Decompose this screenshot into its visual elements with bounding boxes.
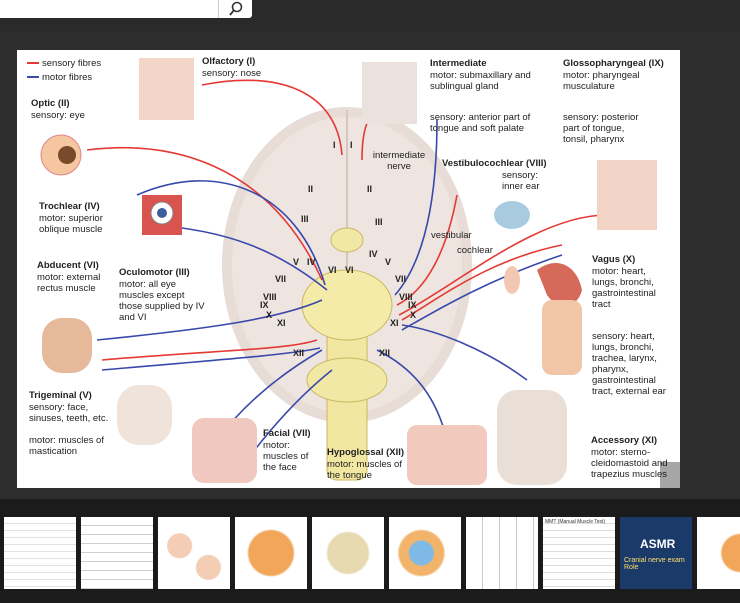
accessory-body: motor: sterno-cleidomastoid and trapeziu… bbox=[591, 447, 668, 480]
numeral-X-left: X bbox=[266, 310, 272, 320]
numeral-XII-left: XII bbox=[293, 348, 304, 358]
vestibulocochlear-body: sensory: inner ear bbox=[502, 170, 540, 192]
numeral-III-right: III bbox=[375, 217, 383, 227]
abducent-body: motor: external rectus muscle bbox=[37, 272, 101, 294]
oculomotor-title: Oculomotor (III) bbox=[119, 267, 190, 278]
hypoglossal-body: motor: muscles of the tongue bbox=[327, 459, 402, 481]
search-input[interactable] bbox=[0, 0, 252, 18]
vagus-motor: motor: heart, lungs, bronchi, gastrointe… bbox=[592, 266, 656, 310]
olfactory-title: Olfactory (I) bbox=[202, 56, 256, 67]
vagus-title: Vagus (X) bbox=[592, 254, 636, 265]
thumb-brain-orange[interactable] bbox=[235, 517, 307, 589]
trigeminal-sensory: sensory: face, sinuses, teeth, etc. bbox=[29, 402, 109, 424]
nose-image bbox=[139, 58, 194, 120]
numeral-V-right: V bbox=[385, 257, 391, 267]
trigeminal-motor: motor: muscles of mastication bbox=[29, 435, 104, 457]
numeral-VI-left: VI bbox=[328, 265, 337, 275]
vagus-sensory: sensory: heart, lungs, bronchi, trachea,… bbox=[592, 331, 666, 397]
thumb-brain-colored[interactable] bbox=[389, 517, 461, 589]
numeral-VIII-right: VIII bbox=[399, 292, 413, 302]
intermediate-nerve-label: intermediate nerve bbox=[372, 150, 426, 172]
numeral-V-left: V bbox=[293, 257, 299, 267]
numeral-X-right: X bbox=[410, 310, 416, 320]
trochlear-body: motor: superior oblique muscle bbox=[39, 213, 103, 235]
facial-title: Facial (VII) bbox=[263, 428, 311, 439]
legend-motor: motor fibres bbox=[42, 72, 93, 83]
trigeminal-title: Trigeminal (V) bbox=[29, 390, 92, 401]
thumb-nerve-chart[interactable] bbox=[312, 517, 384, 589]
hypoglossal-title: Hypoglossal (XII) bbox=[327, 447, 405, 458]
numeral-III-left: III bbox=[301, 214, 309, 224]
top-bar bbox=[0, 0, 740, 32]
numeral-VI-right: VI bbox=[345, 265, 354, 275]
thumb-brain-partial[interactable] bbox=[697, 517, 740, 589]
numeral-VIII-left: VIII bbox=[263, 292, 277, 302]
numeral-XI-right: XI bbox=[390, 318, 399, 328]
numeral-I-left: I bbox=[333, 140, 336, 150]
thumb-eyes-grid[interactable] bbox=[466, 517, 538, 589]
numeral-II-right: II bbox=[367, 184, 372, 194]
numeral-VII-right: VII bbox=[395, 274, 406, 284]
glossopharyngeal-title: Glossopharyngeal (IX) bbox=[563, 58, 664, 69]
intermediate-title: Intermediate bbox=[430, 58, 487, 69]
search-icon bbox=[229, 1, 243, 16]
numeral-XII-right: XII bbox=[379, 348, 390, 358]
numeral-IV-right: IV bbox=[369, 249, 378, 259]
cranial-nerves-figure[interactable]: I I II II III III IV IV V V VI VI VII VI… bbox=[17, 50, 680, 488]
thumb-asmr[interactable]: ASMR Cranial nerve exam Role bbox=[620, 517, 692, 589]
numeral-IX-left: IX bbox=[260, 300, 269, 310]
thumb-table[interactable] bbox=[4, 517, 76, 589]
numeral-VII-left: VII bbox=[275, 274, 286, 284]
optic-title: Optic (II) bbox=[31, 98, 70, 109]
vestibular-label: vestibular bbox=[431, 230, 472, 241]
thumb-mmt-title: MMT (Manual Muscle Test) bbox=[545, 519, 606, 525]
trochlear-title: Trochlear (IV) bbox=[39, 201, 100, 212]
numeral-XI-left: XI bbox=[277, 318, 286, 328]
vestibulocochlear-title: Vestibulocochlear (VIII) bbox=[442, 158, 547, 169]
glossopharyngeal-motor: motor: pharyngeal musculature bbox=[563, 70, 640, 92]
glossopharyngeal-sensory: sensory: posterior part of tongue, tonsi… bbox=[563, 112, 639, 145]
thumb-document[interactable] bbox=[81, 517, 153, 589]
thumb-asmr-subtitle: Cranial nerve exam Role bbox=[624, 557, 685, 571]
numeral-II-left: II bbox=[308, 184, 313, 194]
numeral-I-right: I bbox=[350, 140, 353, 150]
brain-illustration: I I II II III III IV IV V V VI VI VII VI… bbox=[27, 58, 657, 485]
olfactory-body: sensory: nose bbox=[202, 68, 262, 79]
plus-box-icon bbox=[22, 467, 38, 483]
expand-button[interactable] bbox=[17, 462, 43, 488]
legend-sensory: sensory fibres bbox=[42, 58, 102, 69]
abducent-title: Abducent (VI) bbox=[37, 260, 99, 271]
numeral-IX-right: IX bbox=[408, 300, 417, 310]
oculomotor-body: motor: all eye muscles except those supp… bbox=[119, 279, 205, 323]
facial-body: motor: muscles of the face bbox=[263, 440, 309, 473]
thumb-asmr-title: ASMR bbox=[640, 537, 676, 551]
accessory-title: Accessory (XI) bbox=[591, 435, 658, 446]
thumbnail-strip: MMT (Manual Muscle Test) ASMR Cranial ne… bbox=[0, 510, 740, 603]
cochlear-label: cochlear bbox=[457, 245, 493, 256]
intermediate-sensory: sensory: anterior part of tongue and sof… bbox=[430, 112, 531, 134]
optic-body: sensory: eye bbox=[31, 110, 85, 121]
next-image-button[interactable] bbox=[660, 462, 680, 488]
numeral-IV-left: IV bbox=[307, 257, 316, 267]
search-button[interactable] bbox=[218, 0, 253, 18]
thumb-faces[interactable] bbox=[158, 517, 230, 589]
intermediate-motor: motor: submaxillary and sublingual gland bbox=[430, 70, 531, 92]
thumb-mmt-text[interactable]: MMT (Manual Muscle Test) bbox=[543, 517, 615, 589]
